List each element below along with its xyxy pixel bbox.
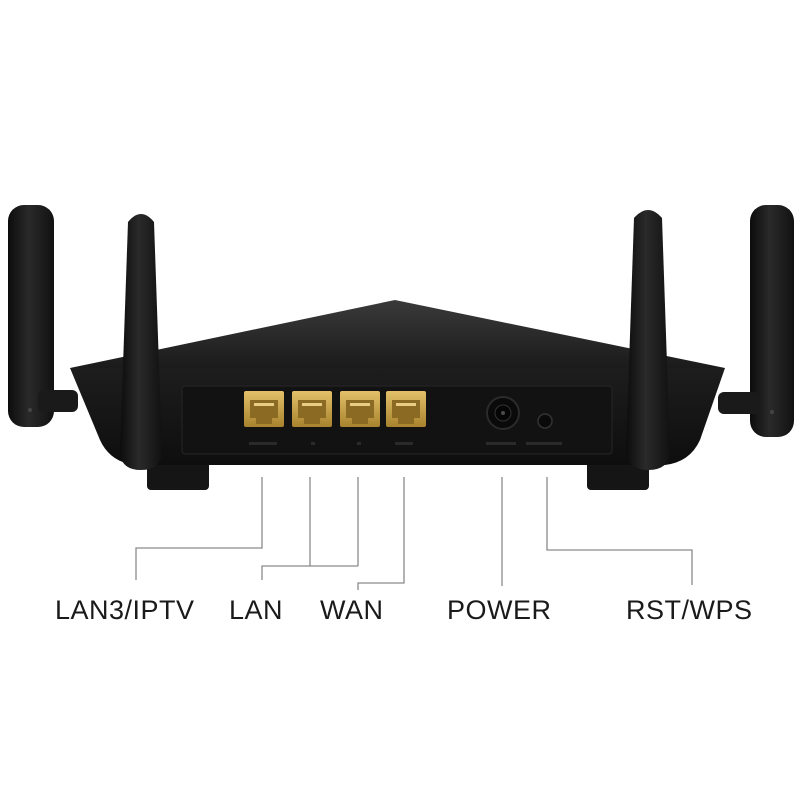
callout-leader-lines xyxy=(135,477,693,590)
callout-label-rst-wps: RST/WPS xyxy=(626,595,753,625)
callout-label-wan: WAN xyxy=(320,595,384,625)
ethernet-port-lan xyxy=(292,391,332,427)
antenna-icon xyxy=(718,205,794,437)
leader-line-lan xyxy=(261,477,311,580)
ethernet-port-lan2 xyxy=(340,391,380,427)
port-markings xyxy=(249,442,562,445)
callout-label-power: POWER xyxy=(447,595,552,625)
left-foot xyxy=(147,460,209,490)
antenna-icon xyxy=(626,210,670,470)
ethernet-port-wan xyxy=(386,391,426,427)
antenna-icon xyxy=(120,214,162,470)
antenna-icon xyxy=(8,205,78,427)
callout-label-lan: LAN xyxy=(229,595,284,625)
leader-line-wan xyxy=(357,477,405,590)
power-jack-icon xyxy=(486,396,520,430)
ethernet-port-lan3 xyxy=(244,391,284,427)
right-foot xyxy=(587,460,649,490)
router-top-surface xyxy=(70,300,725,378)
reset-button-icon xyxy=(537,413,553,429)
callout-label-lan3-iptv: LAN3/IPTV xyxy=(55,595,195,625)
leader-line-lan3 xyxy=(135,477,263,580)
leader-line-rst xyxy=(546,477,693,585)
